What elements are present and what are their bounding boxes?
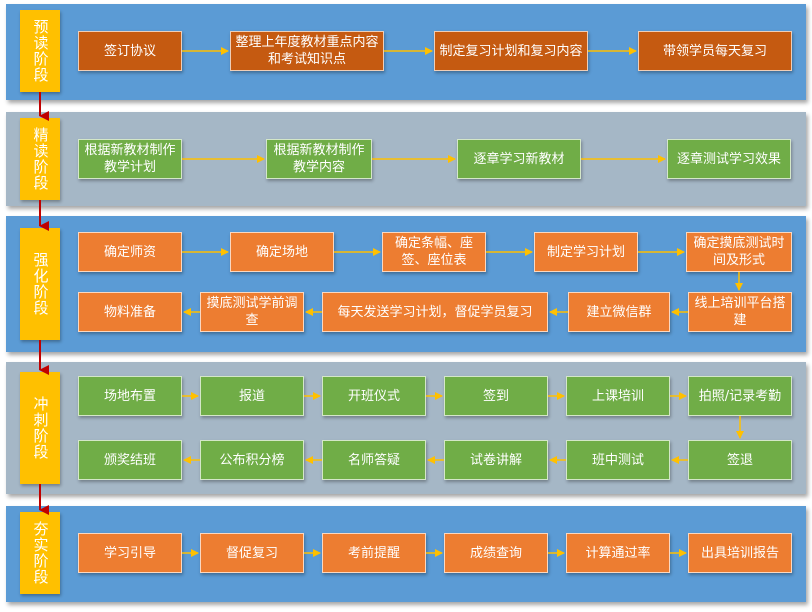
step-teaching-plan: 根据新教材制作教学计划 [78, 139, 182, 179]
step-prepare-materials: 物料准备 [78, 292, 182, 332]
step-class-training: 上课培训 [566, 376, 670, 416]
stage-label-consolidate: 夯实阶段 [20, 512, 60, 594]
step-exam-review: 试卷讲解 [444, 440, 548, 480]
step-daily-plan-reminder: 每天发送学习计划，督促学员复习 [322, 292, 548, 332]
step-confirm-teachers: 确定师资 [78, 232, 182, 272]
stage-label-reinforce: 强化阶段 [20, 228, 60, 340]
step-venue-setup: 场地布置 [78, 376, 182, 416]
step-registration: 报道 [200, 376, 304, 416]
step-make-review-plan: 制定复习计划和复习内容 [434, 31, 588, 71]
step-sign-agreement: 签订协议 [78, 31, 182, 71]
step-opening-ceremony: 开班仪式 [322, 376, 426, 416]
step-online-platform: 线上培训平台搭建 [688, 292, 792, 332]
stage-label-sprint: 冲刺阶段 [20, 372, 60, 484]
step-sign-out: 签退 [688, 440, 792, 480]
step-training-report: 出具培训报告 [688, 533, 792, 573]
step-wechat-group: 建立微信群 [568, 292, 670, 332]
step-daily-review: 带领学员每天复习 [638, 31, 792, 71]
stage-label-preread: 预读阶段 [20, 10, 60, 92]
step-confirm-mock-test: 确定摸底测试时间及形式 [686, 232, 792, 272]
step-pass-rate: 计算通过率 [566, 533, 670, 573]
step-make-study-plan: 制定学习计划 [534, 232, 638, 272]
step-study-chapters: 逐章学习新教材 [457, 139, 581, 179]
step-supervise-review: 督促复习 [200, 533, 304, 573]
step-publish-leaderboard: 公布积分榜 [200, 440, 304, 480]
step-award-closing: 颁奖结班 [78, 440, 182, 480]
step-teacher-qa: 名师答疑 [322, 440, 426, 480]
step-score-query: 成绩查询 [444, 533, 548, 573]
stage-label-intensive-read: 精读阶段 [20, 118, 60, 200]
step-mock-test-survey: 摸底测试学前调查 [200, 292, 304, 332]
step-organize-key-points: 整理上年度教材重点内容和考试知识点 [230, 31, 384, 71]
step-chapter-tests: 逐章测试学习效果 [667, 139, 791, 179]
step-midterm-test: 班中测试 [566, 440, 670, 480]
step-sign-in: 签到 [444, 376, 548, 416]
step-confirm-venue: 确定场地 [230, 232, 334, 272]
step-photo-attendance: 拍照/记录考勤 [688, 376, 792, 416]
step-study-guidance: 学习引导 [78, 533, 182, 573]
step-exam-reminder: 考前提醒 [322, 533, 426, 573]
step-teaching-content: 根据新教材制作教学内容 [266, 139, 372, 179]
step-confirm-banners: 确定条幅、座签、座位表 [382, 232, 486, 272]
